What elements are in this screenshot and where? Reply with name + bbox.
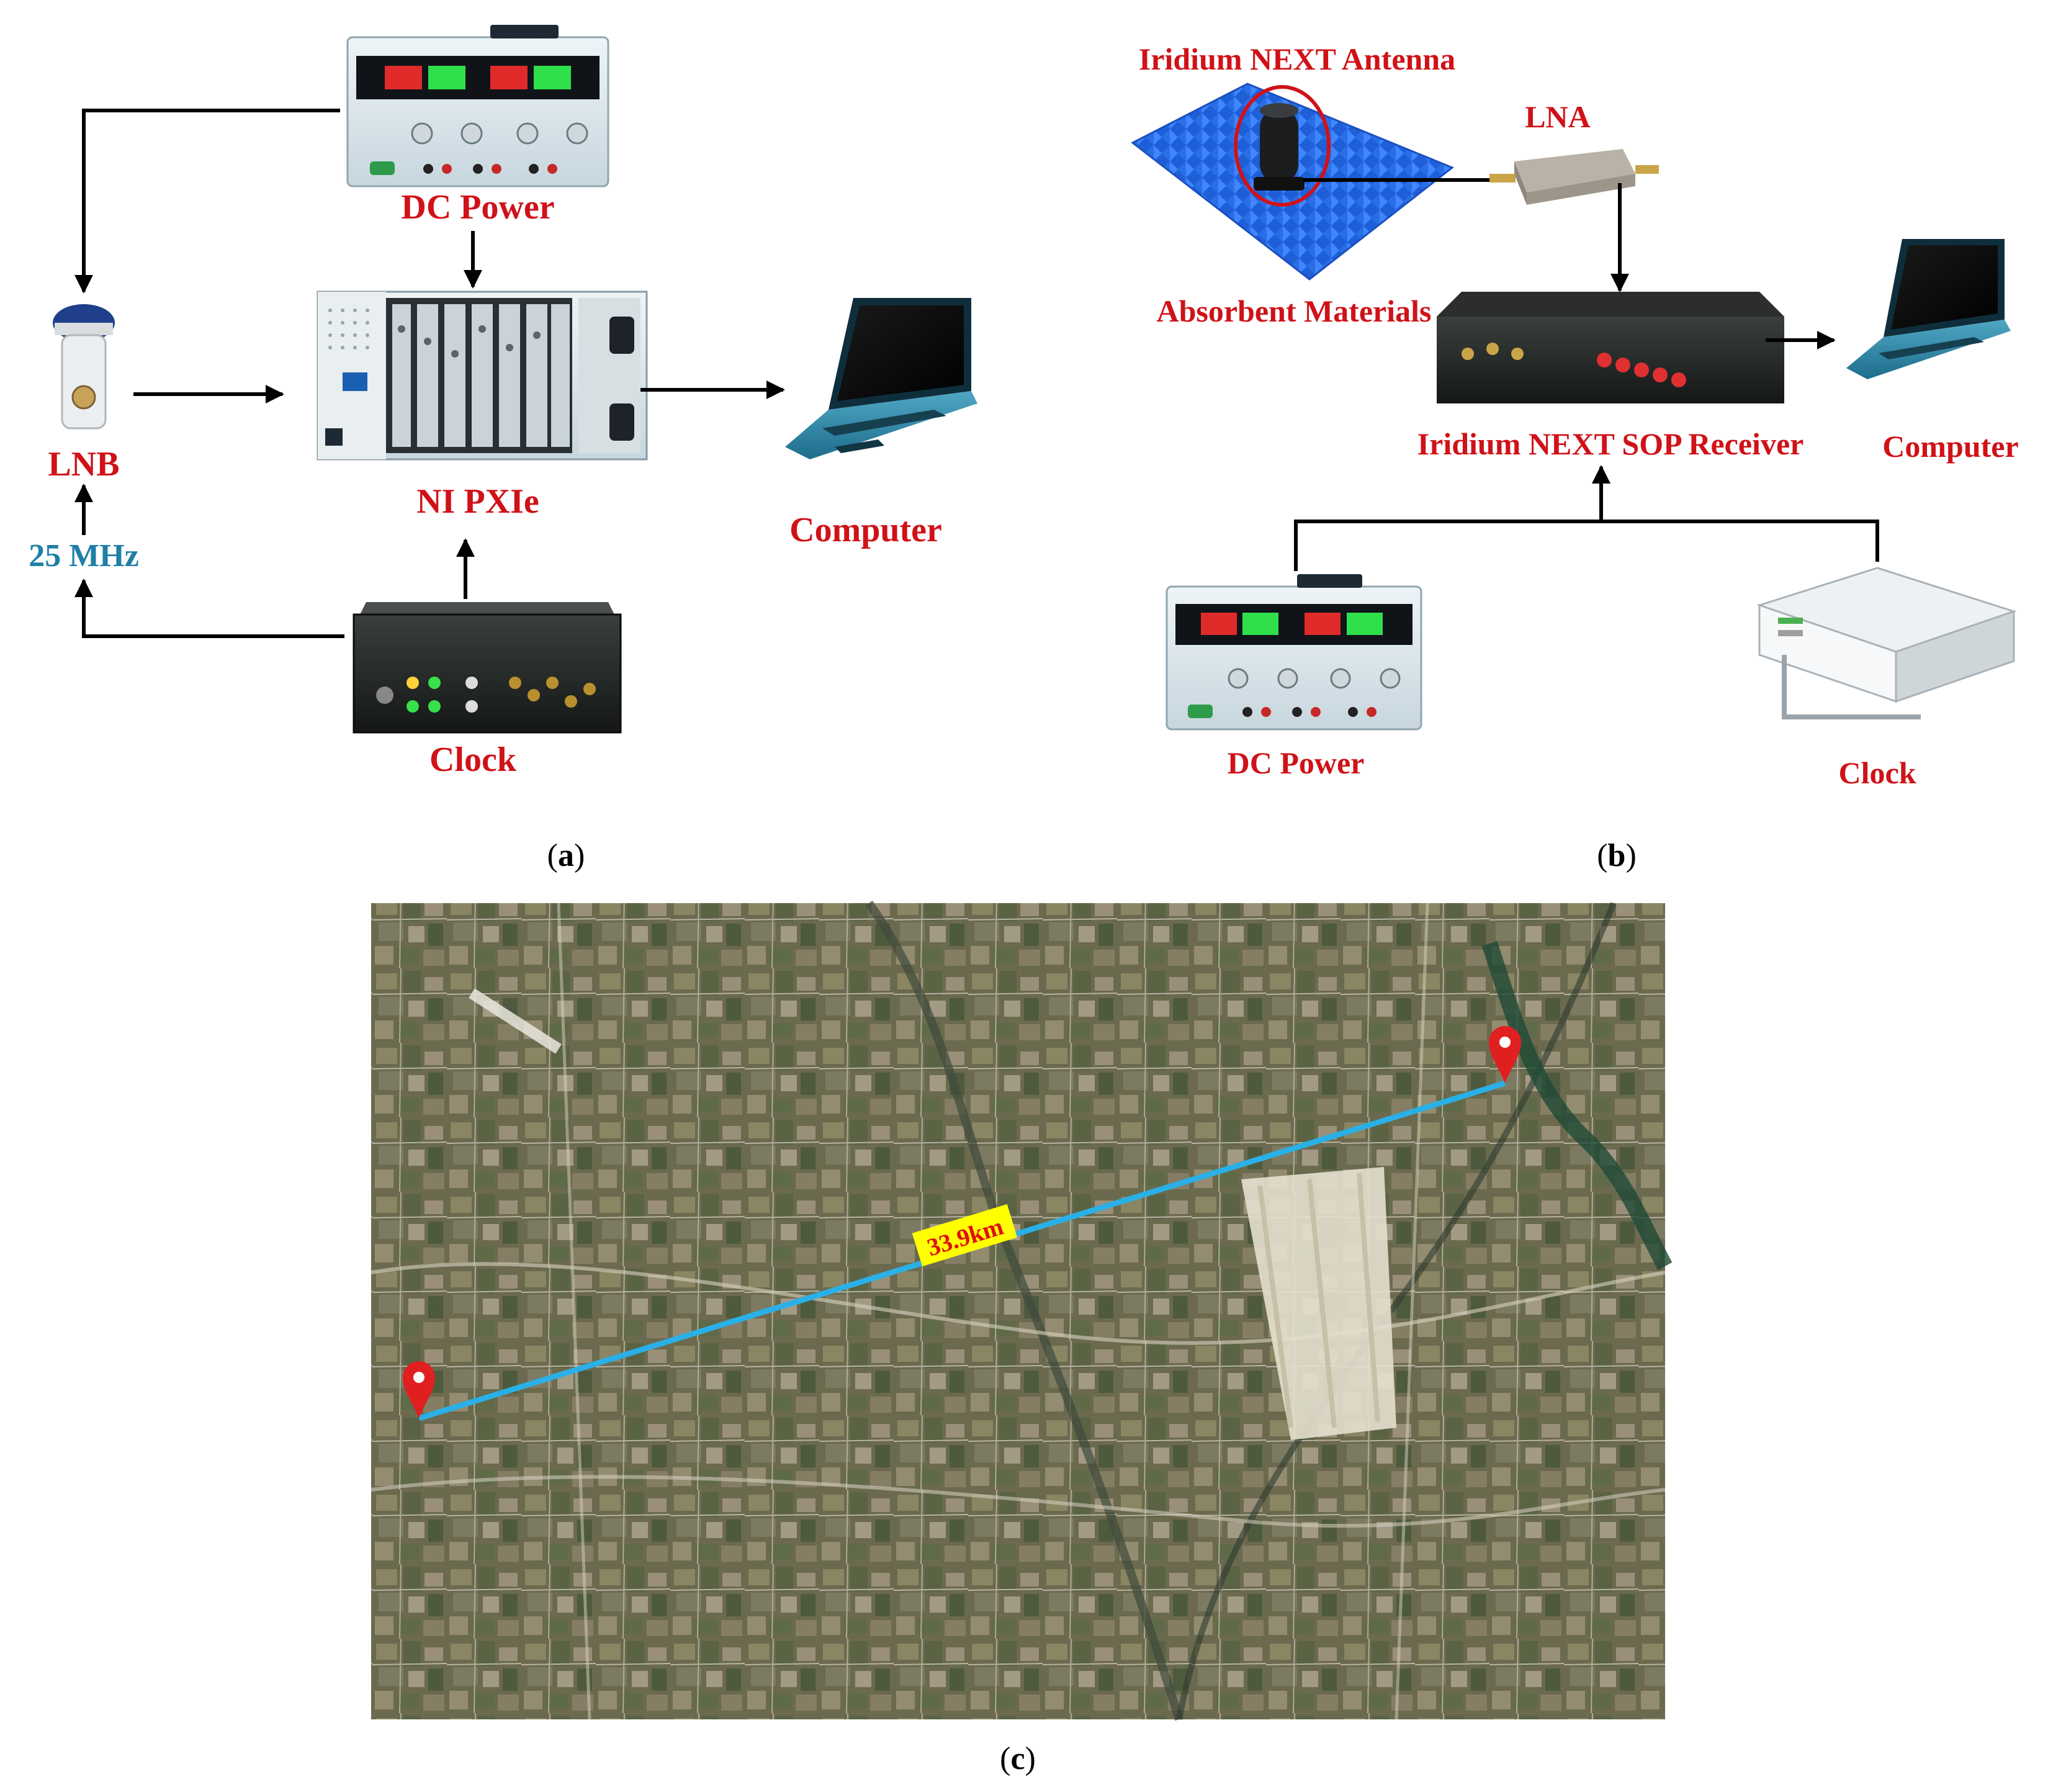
caption-c: (c) — [1000, 1741, 1036, 1776]
computer-label-b: Computer — [1882, 429, 2018, 464]
power-supply-icon — [1165, 574, 1422, 731]
clock-label-b: Clock — [1839, 755, 1916, 790]
receiver-label: Iridium NEXT SOP Receiver — [1417, 426, 1804, 461]
map-features — [371, 900, 1673, 1721]
absorbent-label: Absorbent Materials — [1157, 294, 1432, 328]
pxie-chassis-icon — [317, 290, 648, 461]
connectors-b — [1294, 178, 1879, 571]
power-supply-icon — [346, 25, 609, 187]
map-marker-icon — [1489, 1026, 1521, 1083]
lna-label: LNA — [1525, 99, 1591, 134]
caption-a: (a) — [547, 838, 585, 873]
receiver-box-icon — [1437, 292, 1784, 403]
ref-freq-label: 25 MHz — [29, 538, 139, 574]
connectors-a — [74, 109, 785, 638]
antenna-icon — [1234, 85, 1331, 207]
ni-pxie-label: NI PXIe — [416, 482, 539, 521]
airport — [1241, 1167, 1396, 1440]
clock-unit-icon — [353, 602, 622, 734]
clock-unit-icon — [1756, 567, 2017, 719]
lnb-label: LNB — [48, 445, 119, 484]
laptop-icon — [785, 298, 977, 459]
laptop-icon — [1846, 239, 2011, 379]
antenna-label: Iridium NEXT Antenna — [1139, 42, 1455, 76]
lnb-icon — [53, 304, 115, 430]
computer-label-a: Computer — [789, 511, 942, 549]
caption-b: (b) — [1597, 838, 1637, 873]
panel-a: DC Power — [29, 25, 977, 873]
clock-label-a: Clock — [429, 741, 517, 779]
lna-icon — [1489, 149, 1659, 205]
dc-power-label-b: DC Power — [1228, 745, 1365, 780]
panel-b: Iridium NEXT Antenna Absorbent Materials… — [1131, 42, 2019, 873]
satellite-map — [371, 903, 1665, 1719]
panel-c: 33.9km (c) — [371, 900, 1673, 1776]
dc-power-label-a: DC Power — [401, 188, 554, 227]
map-marker-icon — [403, 1361, 435, 1418]
